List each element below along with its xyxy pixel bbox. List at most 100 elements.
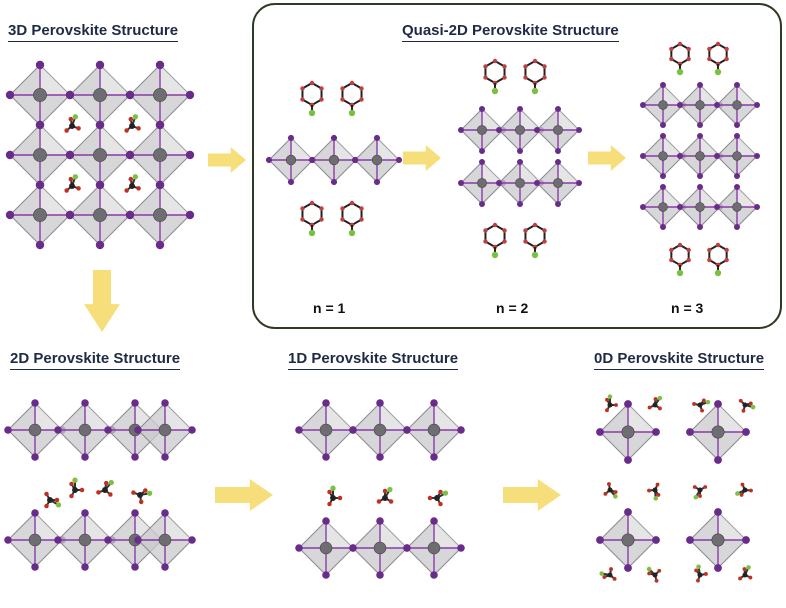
carbon-atom [607, 487, 613, 493]
hydrogen-atom [523, 228, 528, 233]
iodide-atom [430, 399, 438, 407]
structure-quasi-n2 [458, 58, 582, 259]
hydrogen-atom [300, 217, 305, 222]
lead-atom [93, 88, 107, 102]
title-0d-perovskite: 0D Perovskite Structure [594, 350, 765, 370]
oxygen-atom [700, 408, 704, 413]
iodide-atom [714, 102, 720, 108]
iodide-atom [155, 240, 165, 250]
iodide-atom [754, 153, 760, 159]
iodide-atom [125, 150, 135, 160]
oxygen-atom [68, 116, 74, 122]
iodide-atom [104, 426, 112, 434]
iodide-atom [479, 201, 485, 207]
iodide-atom [697, 82, 703, 88]
iodide-atom [697, 122, 703, 128]
benzene-ring [484, 59, 506, 85]
hydrogen-atom [724, 46, 729, 52]
iodide-atom [95, 180, 105, 190]
hydrogen-atom [340, 206, 345, 211]
octahedron-facet [737, 187, 757, 207]
hydrogen-atom [669, 56, 674, 62]
iodide-atom [677, 204, 683, 210]
fluorine-atom [348, 109, 356, 117]
octahedron-facet [558, 162, 579, 183]
oxygen-atom [64, 188, 69, 193]
lead-atom [373, 541, 387, 555]
fluorine-atom [676, 269, 684, 277]
iodide-atom [5, 90, 15, 100]
octahedron-facet [100, 65, 130, 95]
iodide-atom [576, 180, 582, 186]
iodide-atom [534, 127, 540, 133]
iodide-atom [457, 544, 465, 552]
oxygen-atom [44, 491, 49, 497]
iodide-atom [479, 148, 485, 154]
lead-atom [515, 125, 525, 135]
oxygen-atom [647, 488, 651, 493]
hydrogen-atom [542, 64, 547, 69]
iodide-atom [65, 90, 75, 100]
oxygen-atom [607, 482, 611, 487]
octahedron-facet [165, 403, 192, 430]
arrows [84, 145, 626, 511]
iodide-atom [295, 426, 303, 434]
iodide-atom [517, 106, 523, 112]
carbon-atom [697, 402, 703, 408]
lead-atom [695, 202, 705, 212]
fluorine-atom [491, 87, 499, 95]
oxygen-atom [605, 397, 609, 402]
benzene-ring [484, 223, 506, 249]
octahedron-facet [737, 136, 757, 156]
carbon-atom [69, 183, 75, 189]
iodide-atom [35, 60, 45, 70]
iodide-atom [496, 180, 502, 186]
octahedron-facet [35, 403, 62, 430]
arrow-right [215, 479, 273, 511]
hydrogen-atom [686, 56, 691, 62]
oxygen-atom [647, 571, 652, 576]
iodide-atom [322, 399, 330, 407]
lead-atom [732, 202, 742, 212]
iodide-atom [640, 102, 646, 108]
oxygen-atom [612, 576, 617, 581]
iodide-atom [734, 184, 740, 190]
hydrogen-atom [319, 217, 324, 222]
fluorine-atom [676, 68, 684, 76]
iodide-atom [31, 399, 39, 407]
oxygen-atom [76, 186, 81, 191]
iodide-atom [640, 204, 646, 210]
iodide-atom [265, 156, 273, 164]
octahedron-facet [326, 403, 353, 430]
arrow-right [403, 145, 441, 171]
octahedron-facet [558, 109, 579, 130]
lead-atom [427, 541, 441, 555]
oxygen-atom [703, 572, 708, 576]
iodide-atom [686, 428, 694, 436]
hydrogen-atom [523, 239, 528, 244]
iodide-atom [376, 571, 384, 579]
iodide-atom [155, 180, 165, 190]
benzene-ring [301, 201, 323, 227]
hydrogen-atom [532, 58, 538, 64]
oxygen-atom [327, 501, 332, 507]
iodide-atom [81, 509, 89, 517]
lead-atom [93, 148, 107, 162]
lead-atom [285, 154, 297, 166]
oxygen-atom [614, 403, 618, 407]
hydrogen-atom [677, 41, 683, 47]
oxygen-atom [647, 405, 652, 410]
fluorine-atom [132, 174, 139, 180]
octahedron-facet [160, 125, 190, 155]
hydrogen-atom [502, 239, 507, 244]
oxygen-atom [698, 494, 702, 498]
benzene-ring [524, 223, 546, 249]
octahedron-facet [718, 512, 746, 540]
fluorine-atom [531, 251, 539, 259]
hydrogen-atom [349, 80, 355, 86]
oxygen-atom [427, 495, 433, 501]
oxygen-atom [96, 490, 101, 495]
octahedron-facet [628, 512, 656, 540]
fluorine-atom [330, 485, 336, 491]
lead-atom [477, 178, 487, 188]
